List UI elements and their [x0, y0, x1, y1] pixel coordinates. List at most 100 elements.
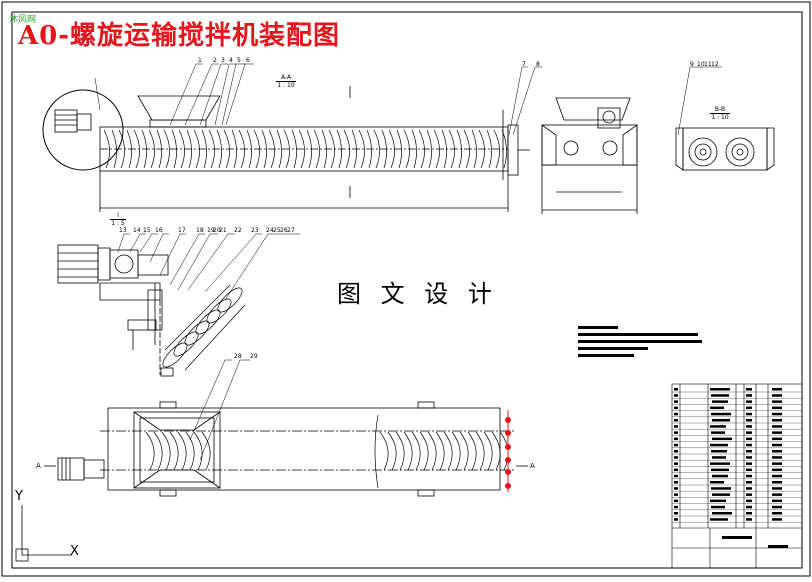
part-number: 27	[287, 227, 295, 234]
cell-glyph	[772, 505, 782, 509]
cell-glyph	[674, 388, 678, 391]
part-number: 15	[143, 227, 151, 234]
cell-glyph	[746, 512, 752, 515]
cell-glyph	[772, 419, 782, 422]
flight-curve	[373, 129, 380, 169]
flight-curve	[185, 431, 195, 471]
flight-curve	[253, 129, 260, 169]
center-watermark: 图 文 设 计	[337, 280, 498, 308]
flight-curve	[153, 431, 163, 471]
plan-screw-flights	[145, 414, 509, 489]
cell-glyph	[710, 406, 724, 410]
cell-glyph	[746, 431, 752, 434]
part-number: 29	[250, 353, 258, 360]
part-number: 10	[697, 61, 705, 68]
flight-curve	[456, 129, 462, 169]
cell-glyph	[712, 437, 732, 441]
flight-curve	[343, 129, 350, 169]
flight-curve	[491, 431, 501, 471]
flight-curve	[426, 129, 432, 169]
cell-glyph	[674, 481, 678, 484]
flight-curve	[387, 431, 397, 471]
cell-glyph	[712, 456, 726, 459]
cell-glyph	[674, 487, 678, 490]
flight-curve	[171, 129, 177, 169]
cell-glyph	[772, 400, 782, 403]
section-aa-label: A-A 1 : 10	[276, 74, 296, 89]
part-number: 19	[207, 227, 215, 234]
cell-glyph	[746, 487, 752, 490]
site-watermark: 沐风网	[9, 15, 37, 25]
flight-curve	[435, 431, 445, 471]
flight-curve	[111, 129, 117, 169]
part-number: 23	[251, 227, 259, 234]
cell-glyph	[746, 437, 752, 441]
flight-curve	[141, 129, 147, 169]
break-line	[374, 414, 379, 489]
part-number: 16	[155, 227, 163, 234]
flight-curve	[483, 431, 493, 471]
cell-glyph	[768, 545, 788, 548]
cell-glyph	[746, 425, 752, 428]
part-number: 6	[246, 57, 250, 64]
flight-curve	[463, 129, 470, 169]
flight-curve	[451, 431, 461, 471]
flight-curve	[403, 431, 413, 471]
flight-curve	[186, 129, 192, 169]
flight-curve	[396, 129, 402, 169]
screw-flight	[162, 342, 188, 368]
flight-curve	[388, 129, 395, 169]
cell-glyph	[772, 462, 782, 465]
cell-glyph	[746, 412, 752, 416]
parts-list-table	[671, 383, 803, 569]
section-mark-left: A	[36, 462, 41, 470]
screw-edge	[164, 284, 231, 351]
cell-glyph	[772, 431, 782, 434]
cell-glyph	[772, 394, 782, 397]
flight-curve	[169, 431, 179, 471]
part-number: 18	[196, 227, 204, 234]
cell-glyph	[746, 406, 752, 410]
cell-glyph	[772, 443, 782, 447]
flight-curve	[306, 129, 312, 169]
screw-flight	[184, 320, 210, 346]
flight-curve	[478, 129, 485, 169]
cell-glyph	[772, 456, 782, 459]
flight-curve	[246, 129, 252, 169]
cell-glyph	[674, 456, 678, 459]
cell-glyph	[746, 518, 752, 521]
flight-curve	[118, 129, 125, 169]
cell-glyph	[722, 536, 752, 539]
cell-glyph	[674, 474, 678, 478]
parts-list-rows	[672, 388, 802, 548]
cell-glyph	[772, 450, 782, 453]
cell-glyph	[746, 499, 752, 503]
cell-glyph	[746, 481, 752, 484]
section-mark-right: A	[530, 462, 535, 470]
flight-curve	[358, 129, 365, 169]
flight-curve	[298, 129, 305, 169]
part-number: 12	[711, 61, 719, 68]
cell-glyph	[674, 443, 678, 447]
cell-glyph	[772, 425, 782, 428]
flight-curve	[467, 431, 477, 471]
cell-glyph	[711, 468, 729, 472]
cell-glyph	[746, 456, 752, 459]
cell-glyph	[674, 431, 678, 434]
cell-glyph	[710, 462, 730, 465]
cell-glyph	[772, 437, 782, 441]
flight-curve	[156, 129, 162, 169]
flight-curve	[471, 129, 477, 169]
flight-curve	[163, 129, 170, 169]
cell-glyph	[772, 474, 782, 478]
cell-glyph	[772, 412, 782, 416]
cell-glyph	[772, 499, 782, 503]
part-number: 25	[273, 227, 281, 234]
part-number: 14	[133, 227, 141, 234]
part-number: 21	[219, 227, 227, 234]
part-number: 28	[234, 353, 242, 360]
cell-glyph	[772, 388, 782, 391]
cell-glyph	[772, 518, 782, 521]
